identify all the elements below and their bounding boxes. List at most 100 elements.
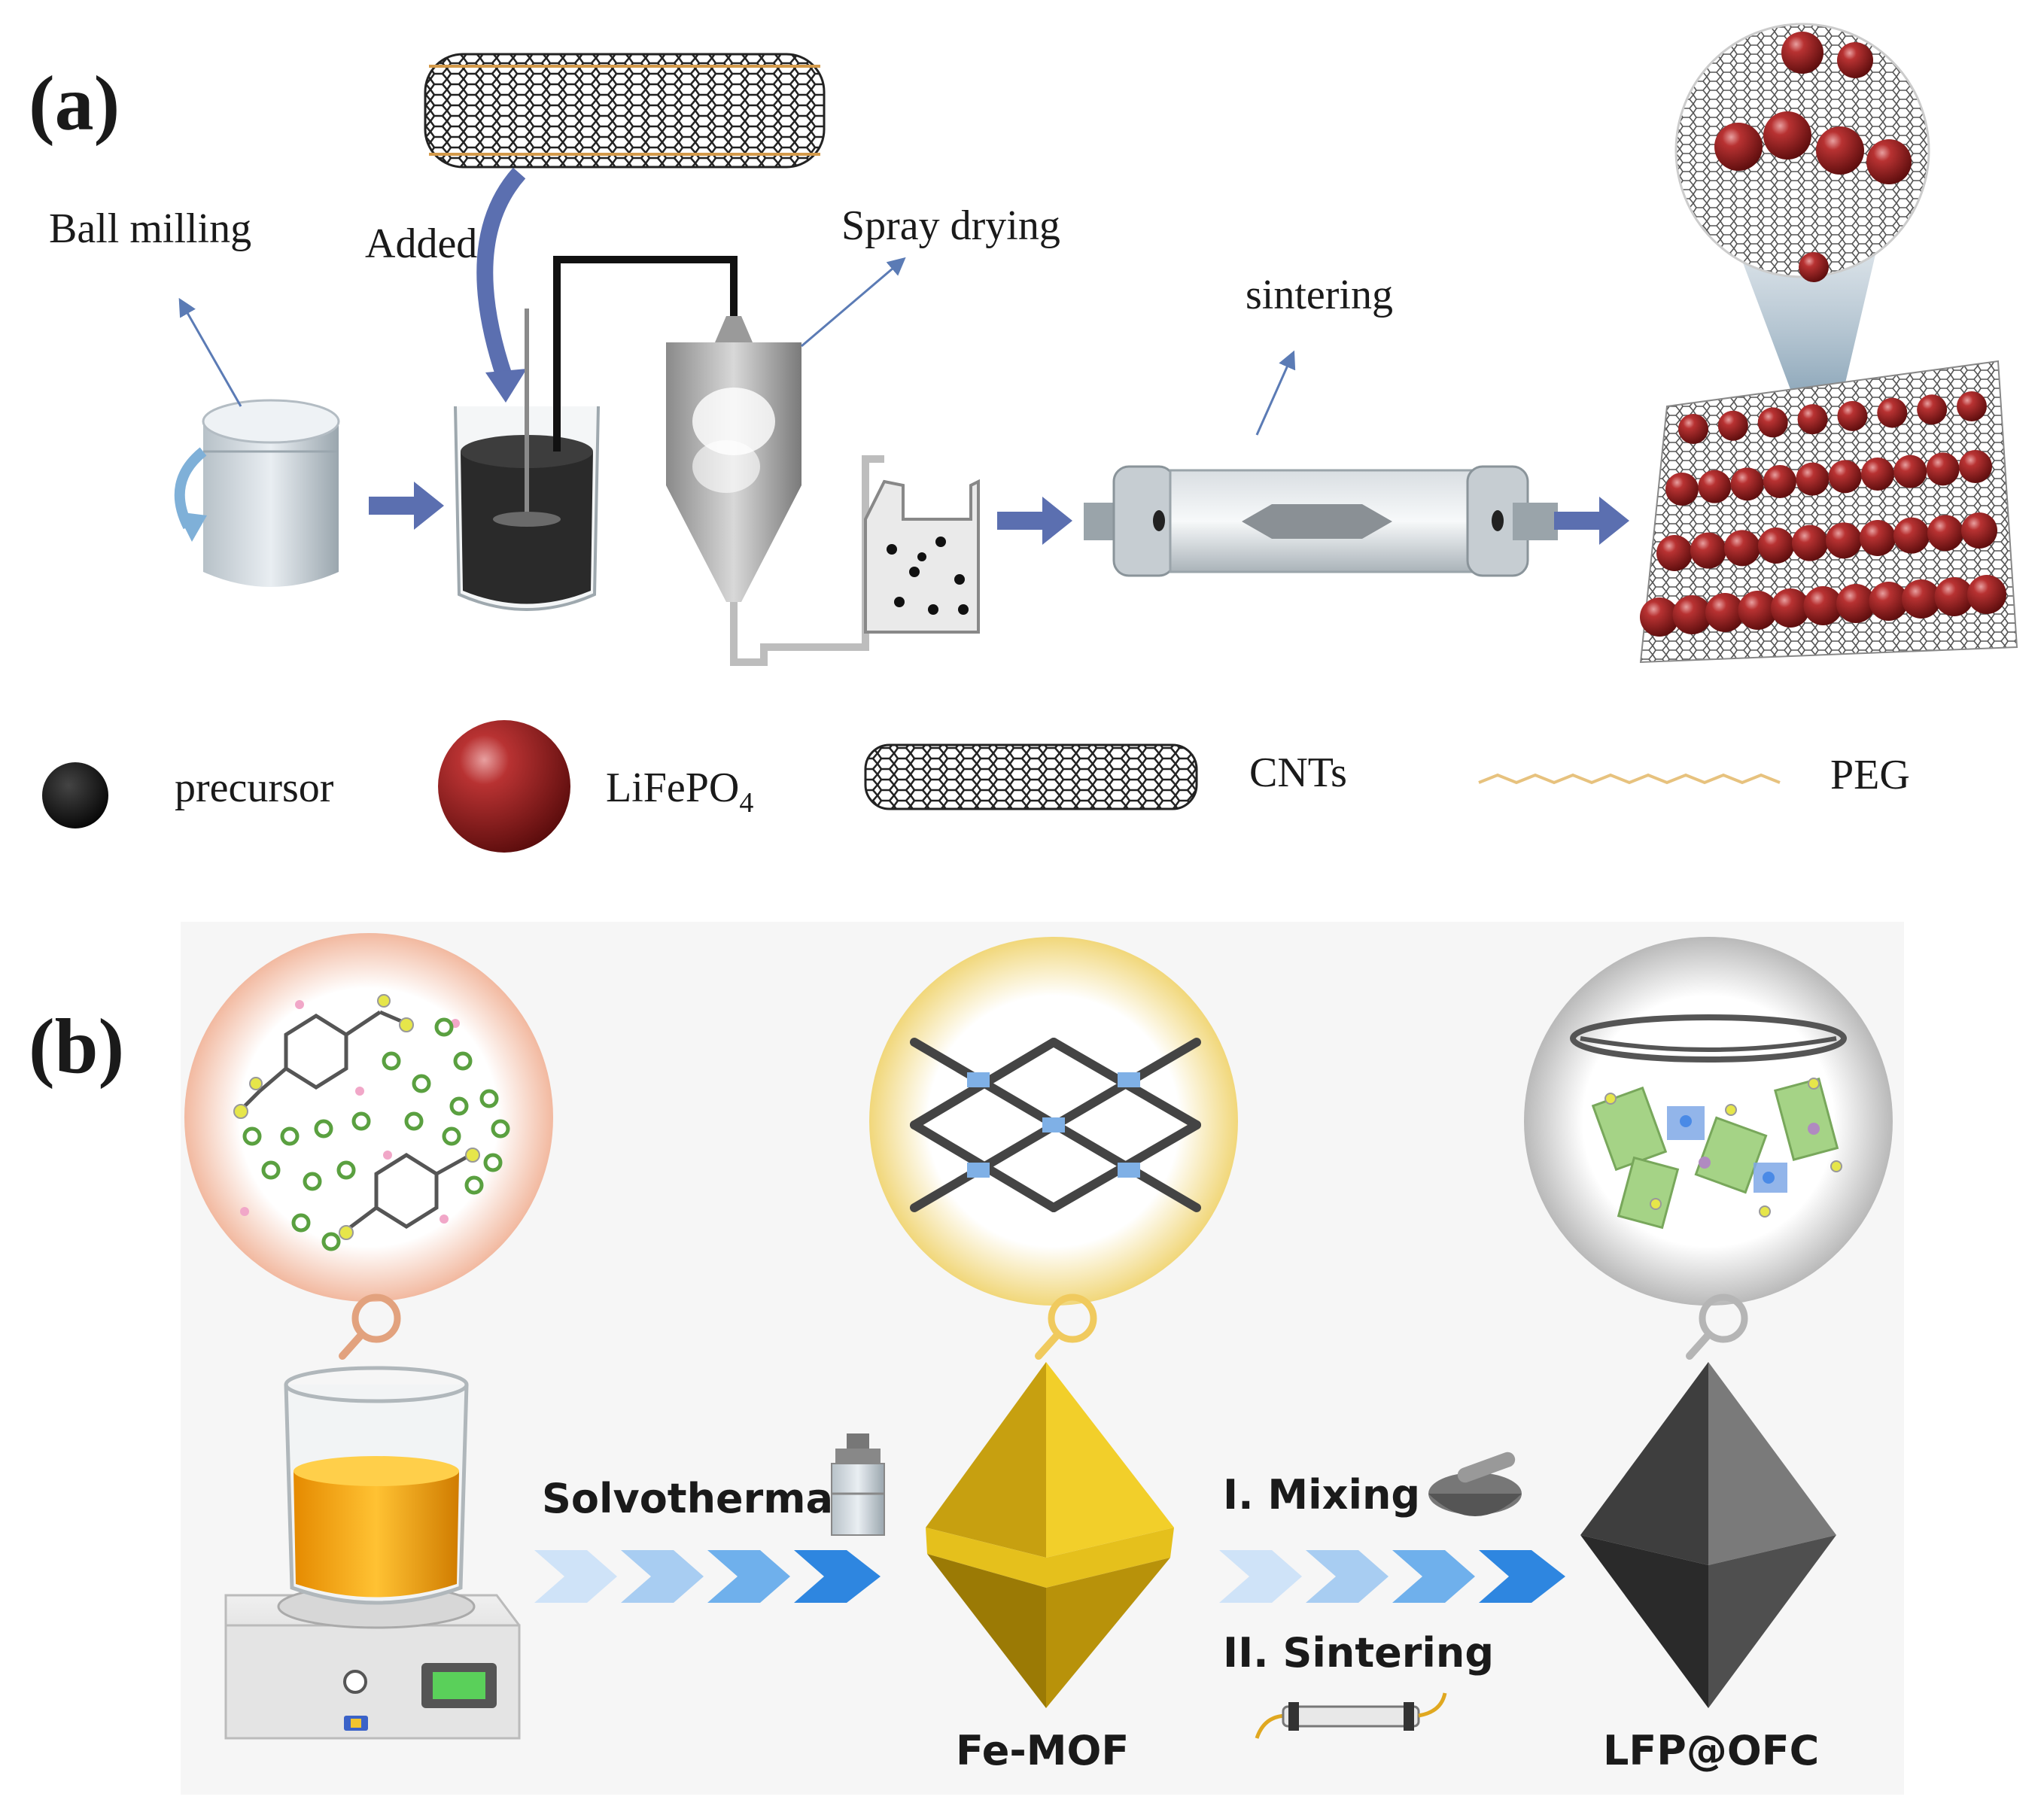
lifepo4-sphere <box>1771 588 1810 628</box>
lifepo4-sphere <box>1934 577 1974 616</box>
fe-ion-dot <box>434 1017 454 1037</box>
process-arrow-2 <box>997 497 1072 545</box>
precursor-bubble <box>184 933 553 1302</box>
fe-ion-dot <box>491 1119 510 1139</box>
sintering-tube-icon <box>1255 1692 1447 1739</box>
chevron-arrow-2 <box>1219 1550 1565 1603</box>
spray-dryer <box>666 316 884 666</box>
legend-peg-swatch <box>1478 773 1781 785</box>
lifepo4-sphere <box>1860 520 1896 556</box>
fe-ion-dot <box>314 1119 333 1139</box>
fe-ion-dot <box>351 1111 371 1131</box>
lifepo4-sphere <box>1803 586 1843 625</box>
spray-drying-pointer <box>801 257 906 348</box>
lifepo4-sphere <box>1665 473 1699 506</box>
lifepo4-sphere <box>1893 517 1930 554</box>
legend-lifepo4-label: LiFePO4 <box>606 765 753 819</box>
lifepo4-sphere <box>1869 582 1909 621</box>
lifepo4-sphere <box>1698 470 1732 503</box>
lifepo4-sphere <box>1738 591 1778 630</box>
lifepo4-sphere <box>1792 524 1828 561</box>
lifepo4-sphere <box>1877 397 1908 428</box>
lifepo4-sphere <box>1861 458 1894 491</box>
mortar-icon <box>1428 1452 1522 1516</box>
lifepo4-sphere <box>1724 530 1760 567</box>
fe-ion-dot <box>382 1051 401 1071</box>
lifepo4-sphere <box>1797 404 1828 435</box>
lifepo4-sphere <box>1640 597 1679 637</box>
legend-lifepo4-swatch <box>438 720 570 853</box>
autoclave-icon <box>831 1433 885 1536</box>
fe-ion-dot <box>242 1126 262 1146</box>
hotplate-stirrer <box>224 1584 521 1740</box>
panel-b-label: (b) <box>29 1003 124 1090</box>
lifepo4-sphere <box>1672 595 1712 634</box>
tube-furnace <box>1084 465 1558 577</box>
lifepo4-sphere <box>1961 512 1997 549</box>
lifepo4-sphere <box>1836 584 1875 623</box>
fe-ion-dot <box>449 1096 469 1116</box>
fe-mof-label: Fe-MOF <box>956 1727 1129 1774</box>
legend-precursor-swatch <box>42 762 108 828</box>
lifepo4-sphere-grid <box>1640 391 2006 637</box>
lifepo4-sphere <box>1927 515 1963 552</box>
lifepo4-sphere <box>1757 407 1788 438</box>
lifepo4-sphere <box>1763 465 1796 498</box>
fe-ion-dot <box>321 1232 341 1251</box>
legend-cnts-swatch <box>864 743 1198 810</box>
mof-structure-bubble <box>869 937 1238 1306</box>
fe-ion-dot <box>303 1172 322 1191</box>
lifepo4-sphere <box>1917 394 1948 425</box>
composite-product <box>1639 360 2018 664</box>
lifepo4-sphere <box>1902 579 1941 619</box>
powder-collector <box>864 479 980 634</box>
lifepo4-sphere <box>1967 575 2006 614</box>
fe-ion-dot <box>464 1175 484 1195</box>
legend-peg-label: PEG <box>1830 752 1910 798</box>
lifepo4-sphere <box>1893 454 1927 488</box>
solvothermal-label: Solvothermal <box>542 1475 847 1522</box>
fe-ion-dot <box>291 1213 311 1233</box>
feed-pipe <box>553 256 738 451</box>
fe-ion-dot <box>280 1126 300 1146</box>
lifepo4-sphere <box>1758 527 1794 564</box>
legend-precursor-label: precursor <box>175 765 334 811</box>
lfp-ofc-octahedron <box>1580 1362 1836 1708</box>
lifepo4-sphere <box>1717 410 1748 441</box>
sintering-step-label: II. Sintering <box>1223 1629 1494 1677</box>
ball-milling-pointer <box>178 297 242 407</box>
fe-ion-dot <box>479 1089 499 1108</box>
lifepo4-sphere <box>1730 467 1764 501</box>
fe-ion-dot <box>442 1126 461 1146</box>
lifepo4-sphere <box>1959 450 1992 483</box>
lifepo4-sphere <box>1690 532 1726 569</box>
fe-ion-dot <box>483 1153 503 1172</box>
sintering-pointer <box>1255 350 1296 436</box>
ball-milling-label: Ball milling <box>49 205 251 252</box>
legend-cnts-label: CNTs <box>1249 749 1347 796</box>
lifepo4-sphere <box>1926 452 1960 486</box>
lifepo4-sphere <box>1678 414 1708 444</box>
process-arrow-1 <box>369 482 444 530</box>
lfp-ofc-structure-bubble <box>1524 937 1893 1306</box>
lifepo4-sphere <box>1826 522 1862 559</box>
lifepo4-sphere <box>1957 391 1987 421</box>
lifepo4-sphere <box>1837 400 1868 431</box>
process-arrow-3 <box>1554 497 1629 545</box>
fe-ion-dot <box>261 1160 281 1180</box>
fe-ion-dots <box>242 1017 510 1251</box>
lifepo4-sphere <box>1705 593 1744 632</box>
magnified-view <box>1674 23 1930 421</box>
sintering-label: sintering <box>1246 272 1393 318</box>
spray-drying-label: Spray drying <box>841 202 1060 249</box>
fe-ion-dot <box>404 1111 424 1131</box>
magnifier-icon-2 <box>1035 1294 1097 1360</box>
magnifier-icon-3 <box>1686 1294 1748 1360</box>
ball-mill-jar <box>174 399 340 587</box>
fe-mof-octahedron <box>926 1362 1174 1708</box>
chevron-arrow-1 <box>534 1550 881 1603</box>
lfp-ofc-label: LFP@OFC <box>1603 1727 1819 1774</box>
lifepo4-sphere <box>1656 535 1693 571</box>
legend: precursor LiFePO4 CNTs PEG <box>42 720 1910 853</box>
